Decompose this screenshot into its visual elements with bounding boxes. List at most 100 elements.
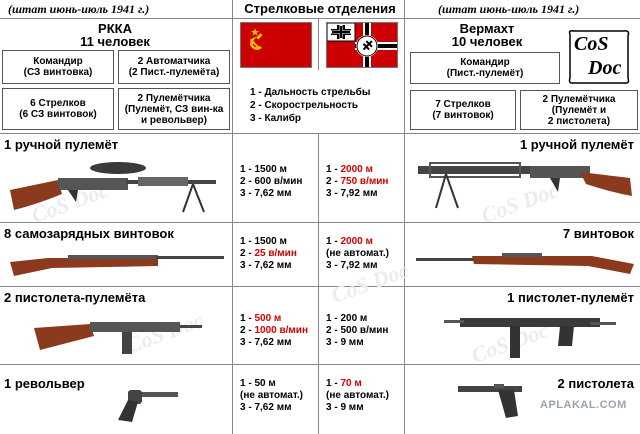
german-handgun-stats: 1 - 70 м (не автомат.) 3 - 9 мм bbox=[326, 378, 389, 414]
rkka-commander-box: Командир(СЗ винтовка) bbox=[2, 50, 114, 84]
stat-value: 600 в/мин bbox=[254, 176, 303, 187]
stat-line: 2 - 750 в/мин bbox=[326, 176, 388, 188]
stat-line: 3 - 7,92 мм bbox=[326, 188, 388, 200]
stat-line: 3 - 7,62 мм bbox=[240, 260, 297, 272]
stat-value: 25 в/мин bbox=[254, 248, 297, 259]
wehrmacht-title: Вермахт 10 человек bbox=[451, 21, 523, 49]
mp40-smg-icon bbox=[444, 318, 616, 358]
column-divider bbox=[404, 0, 405, 434]
soviet-mg-stats: 1 - 1500 м 2 - 600 в/мин 3 - 7,62 мм bbox=[240, 164, 302, 200]
stat-line: (не автомат.) bbox=[326, 390, 389, 402]
cosdoc-logo: CoS Doc bbox=[566, 28, 632, 86]
stat-prefix: 1 - bbox=[326, 378, 341, 389]
stat-value: 1500 м bbox=[254, 236, 287, 247]
center-title: Стрелковые отделения bbox=[244, 1, 396, 16]
stat-line: 1 - 2000 м bbox=[326, 236, 389, 248]
row-divider bbox=[0, 286, 640, 287]
stat-line: 3 - 7,62 мм bbox=[240, 337, 308, 349]
stat-prefix: 3 - bbox=[240, 260, 255, 271]
stat-line: 1 - 1500 м bbox=[240, 236, 297, 248]
row-left-label: 8 самозарядных винтовок bbox=[4, 226, 174, 241]
stat-line: 1 - 2000 м bbox=[326, 164, 388, 176]
logo-frame-icon bbox=[568, 30, 630, 84]
stat-value: 750 в/мин bbox=[340, 176, 389, 187]
stat-value: 7,92 мм bbox=[340, 260, 378, 271]
stat-prefix: 3 - bbox=[240, 402, 255, 413]
stat-value: 7,62 мм bbox=[254, 402, 292, 413]
stat-value: 1500 м bbox=[254, 164, 287, 175]
stat-prefix: 2 - bbox=[326, 325, 341, 336]
stat-prefix: 1 - bbox=[240, 313, 255, 324]
row-divider bbox=[0, 222, 640, 223]
stat-value: 7,62 мм bbox=[254, 337, 292, 348]
svt-rifle-icon bbox=[10, 255, 224, 276]
stat-prefix: 1 - bbox=[240, 378, 255, 389]
stat-line: 2 - 25 в/мин bbox=[240, 248, 297, 260]
stat-line: 2 - 500 в/мин bbox=[326, 325, 388, 337]
stat-line: 3 - 9 мм bbox=[326, 337, 388, 349]
luger-pistol-icon bbox=[458, 384, 522, 418]
stat-line: (не автомат.) bbox=[240, 390, 303, 402]
stats-divider bbox=[318, 133, 319, 434]
stat-line: 1 - 500 м bbox=[240, 313, 308, 325]
stat-prefix: 3 - bbox=[240, 188, 255, 199]
column-divider bbox=[232, 0, 233, 434]
nagant-revolver-icon bbox=[118, 390, 178, 422]
german-war-flag bbox=[326, 22, 398, 68]
soviet-rifle-stats: 1 - 1500 м 2 - 25 в/мин 3 - 7,62 мм bbox=[240, 236, 297, 272]
row-right-label: 2 пистолета bbox=[557, 376, 634, 391]
stat-prefix: 1 - bbox=[326, 313, 341, 324]
stat-value: 9 мм bbox=[340, 337, 364, 348]
stat-prefix: 3 - bbox=[326, 402, 341, 413]
stat-prefix: 1 - bbox=[326, 164, 341, 175]
stat-value: (не автомат.) bbox=[240, 390, 303, 401]
stat-line: 1 - 50 м bbox=[240, 378, 303, 390]
left-header-note: (штат июнь-июль 1941 г.) bbox=[8, 2, 150, 16]
rkka-automatic-box: 2 Автоматчика(2 Пист.-пулемёта) bbox=[118, 50, 230, 84]
legend-range: 1 - Дальность стрельбы bbox=[250, 87, 371, 98]
row-right-label: 1 пистолет-пулемёт bbox=[507, 290, 634, 305]
german-smg-stats: 1 - 200 м 2 - 500 в/мин 3 - 9 мм bbox=[326, 313, 388, 349]
stat-prefix: 1 - bbox=[240, 236, 255, 247]
stat-prefix: 3 - bbox=[240, 337, 255, 348]
stat-value: 9 мм bbox=[340, 402, 364, 413]
stat-line: (не автомат.) bbox=[326, 248, 389, 260]
soviet-flag bbox=[240, 22, 312, 68]
row-divider bbox=[0, 133, 640, 134]
stat-line: 3 - 7,62 мм bbox=[240, 402, 303, 414]
header-divider bbox=[0, 18, 640, 19]
stat-prefix: 2 - bbox=[326, 176, 341, 187]
legend-rate: 2 - Скорострельность bbox=[250, 100, 358, 111]
row-right-label: 7 винтовок bbox=[562, 226, 634, 241]
dp-machine-gun-icon bbox=[10, 162, 216, 213]
stat-value: 50 м bbox=[254, 378, 276, 389]
soviet-handgun-stats: 1 - 50 м (не автомат.) 3 - 7,62 мм bbox=[240, 378, 303, 414]
ppsh-smg-icon bbox=[34, 322, 202, 354]
stat-value: 7,62 мм bbox=[254, 188, 292, 199]
stat-line: 3 - 7,92 мм bbox=[326, 260, 389, 272]
stat-line: 3 - 9 мм bbox=[326, 402, 389, 414]
stat-prefix: 3 - bbox=[326, 260, 341, 271]
german-rifle-stats: 1 - 2000 м (не автомат.) 3 - 7,92 мм bbox=[326, 236, 389, 272]
stat-prefix: 3 - bbox=[326, 337, 341, 348]
stat-line: 1 - 200 м bbox=[326, 313, 388, 325]
stat-value: 7,92 мм bbox=[340, 188, 378, 199]
kar98k-rifle-icon bbox=[416, 253, 634, 274]
site-watermark: APLAKAL.COM bbox=[540, 399, 627, 411]
stat-value: (не автомат.) bbox=[326, 248, 389, 259]
soviet-smg-stats: 1 - 500 м 2 - 1000 в/мин 3 - 7,62 мм bbox=[240, 313, 308, 349]
row-divider bbox=[0, 364, 640, 365]
rkka-title: РККА 11 человек bbox=[80, 21, 150, 49]
stat-prefix: 2 - bbox=[240, 176, 255, 187]
rkka-riflemen-box: 6 Стрелков(6 СЗ винтовок) bbox=[2, 88, 114, 130]
stat-value: 1000 в/мин bbox=[254, 325, 308, 336]
stat-line: 2 - 1000 в/мин bbox=[240, 325, 308, 337]
stat-line: 2 - 600 в/мин bbox=[240, 176, 302, 188]
stat-value: 500 м bbox=[254, 313, 282, 324]
stat-value: 7,62 мм bbox=[254, 260, 292, 271]
stat-prefix: 3 - bbox=[326, 188, 341, 199]
legend: 1 - Дальность стрельбы 2 - Скорострельно… bbox=[250, 86, 370, 125]
stat-line: 3 - 7,62 мм bbox=[240, 188, 302, 200]
row-left-label: 2 пистолета-пулемёта bbox=[4, 290, 146, 305]
